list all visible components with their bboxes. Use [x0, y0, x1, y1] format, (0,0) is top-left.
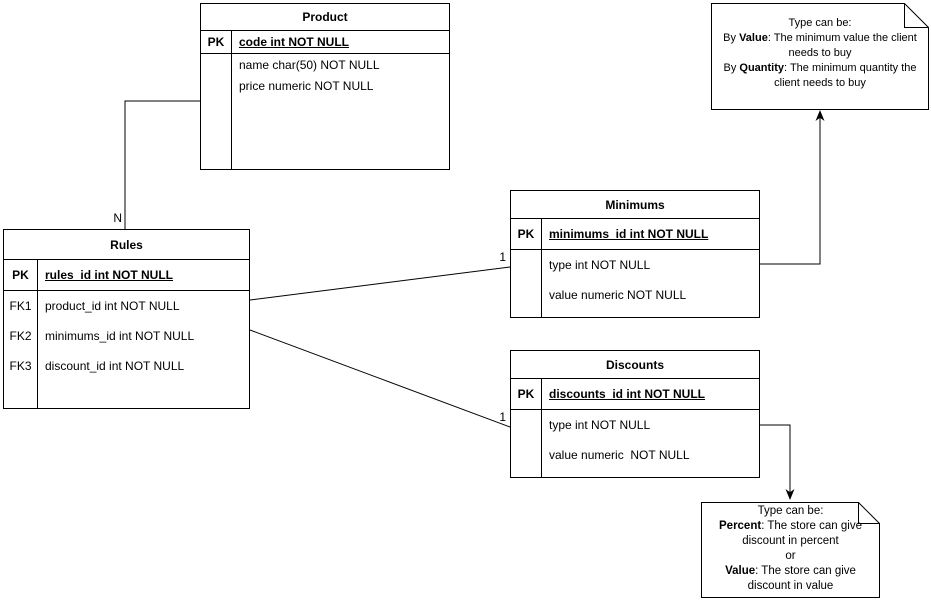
entity-body: PK minimums_id int NOT NULL type int NOT…	[511, 219, 759, 317]
field-cell: rules_id int NOT NULL	[45, 268, 174, 282]
field-cell: discounts_id int NOT NULL	[549, 387, 705, 401]
empty-row	[511, 470, 759, 477]
key-cell: PK	[207, 35, 225, 49]
arrowhead-down	[785, 489, 795, 500]
note-line: By Value: The minimum value the client	[723, 32, 917, 44]
connector-discounts-note	[760, 424, 791, 495]
field-cell: type int NOT NULL	[549, 418, 651, 432]
note-line: Percent: The store can give	[719, 520, 862, 532]
key-cell: FK2	[9, 329, 32, 343]
arrowhead-up	[815, 110, 825, 121]
note-text: Type can be: By Value: The minimum value…	[711, 3, 929, 110]
connector-product-rules	[124, 100, 200, 229]
cardinality-label-1-minimums: 1	[499, 250, 506, 264]
entity-title: Minimums	[511, 191, 759, 219]
table-row: price numeric NOT NULL	[201, 75, 449, 96]
note-line: or	[785, 550, 796, 562]
note-line: By Quantity: The minimum quantity the	[723, 62, 917, 74]
pk-row: PK minimums_id int NOT NULL	[511, 219, 759, 250]
key-cell: PK	[517, 387, 535, 401]
connector-minimums-note	[760, 115, 821, 265]
empty-row	[511, 310, 759, 317]
note-line: needs to buy	[788, 47, 852, 59]
field-cell: type int NOT NULL	[549, 258, 651, 272]
pk-row: PK code int NOT NULL	[201, 31, 449, 54]
cardinality-label-1-discounts: 1	[499, 410, 506, 424]
cardinality-label-n: N	[113, 211, 122, 225]
table-row: FK3 discount_id int NOT NULL	[4, 351, 249, 381]
field-cell: product_id int NOT NULL	[45, 299, 180, 313]
entity-rules: Rules PK rules_id int NOT NULL FK1 produ…	[3, 229, 250, 409]
table-row: type int NOT NULL	[511, 250, 759, 280]
note-minimums-type: Type can be: By Value: The minimum value…	[711, 3, 929, 110]
key-cell: FK3	[9, 359, 32, 373]
note-line: Value: The store can give	[725, 565, 856, 577]
table-row: value numeric NOT NULL	[511, 280, 759, 310]
field-cell: code int NOT NULL	[239, 35, 349, 49]
field-cell: value numeric NOT NULL	[549, 448, 690, 462]
field-cell: minimums_id int NOT NULL	[45, 329, 195, 343]
entity-title: Product	[201, 4, 449, 31]
note-shape	[711, 3, 929, 110]
entity-body: PK code int NOT NULL name char(50) NOT N…	[201, 31, 449, 169]
connector-rules-discounts	[249, 329, 511, 428]
table-row: FK1 product_id int NOT NULL	[4, 291, 249, 321]
field-cell: price numeric NOT NULL	[239, 78, 374, 93]
note-discounts-type: Type can be: Percent: The store can give…	[701, 502, 880, 598]
table-row: name char(50) NOT NULL	[201, 54, 449, 75]
key-cell: FK1	[9, 299, 32, 313]
note-shape	[701, 502, 880, 598]
empty-row	[4, 381, 249, 408]
key-column-divider	[541, 379, 542, 477]
note-line: discount in value	[747, 580, 834, 592]
note-line: Type can be:	[788, 17, 852, 29]
field-cell: minimums_id int NOT NULL	[549, 227, 709, 241]
connector-rules-minimums	[249, 266, 511, 301]
pk-row: PK rules_id int NOT NULL	[4, 260, 249, 291]
key-cell: PK	[12, 268, 29, 282]
key-column-divider	[231, 31, 232, 169]
field-cell: discount_id int NOT NULL	[45, 359, 185, 373]
table-row: type int NOT NULL	[511, 410, 759, 440]
entity-discounts: Discounts PK discounts_id int NOT NULL t…	[510, 350, 760, 478]
table-row: value numeric NOT NULL	[511, 440, 759, 470]
entity-body: PK discounts_id int NOT NULL type int NO…	[511, 379, 759, 477]
note-line: Type can be:	[757, 505, 824, 517]
field-cell: name char(50) NOT NULL	[239, 57, 380, 72]
pk-row: PK discounts_id int NOT NULL	[511, 379, 759, 410]
entity-title: Discounts	[511, 351, 759, 379]
folded-corner-icon	[858, 502, 880, 524]
note-line: discount in percent	[742, 535, 839, 547]
note-line: client needs to buy	[774, 77, 866, 89]
folded-corner-icon	[904, 3, 929, 28]
entity-product: Product PK code int NOT NULL name char(5…	[200, 3, 450, 170]
key-column-divider	[541, 219, 542, 317]
empty-row	[201, 96, 449, 169]
table-row: FK2 minimums_id int NOT NULL	[4, 321, 249, 351]
note-text: Type can be: Percent: The store can give…	[701, 502, 880, 598]
entity-minimums: Minimums PK minimums_id int NOT NULL typ…	[510, 190, 760, 318]
entity-title: Rules	[4, 230, 249, 260]
key-column-divider	[37, 260, 38, 408]
field-cell: value numeric NOT NULL	[549, 288, 687, 302]
entity-body: PK rules_id int NOT NULL FK1 product_id …	[4, 260, 249, 408]
key-cell: PK	[517, 227, 535, 241]
